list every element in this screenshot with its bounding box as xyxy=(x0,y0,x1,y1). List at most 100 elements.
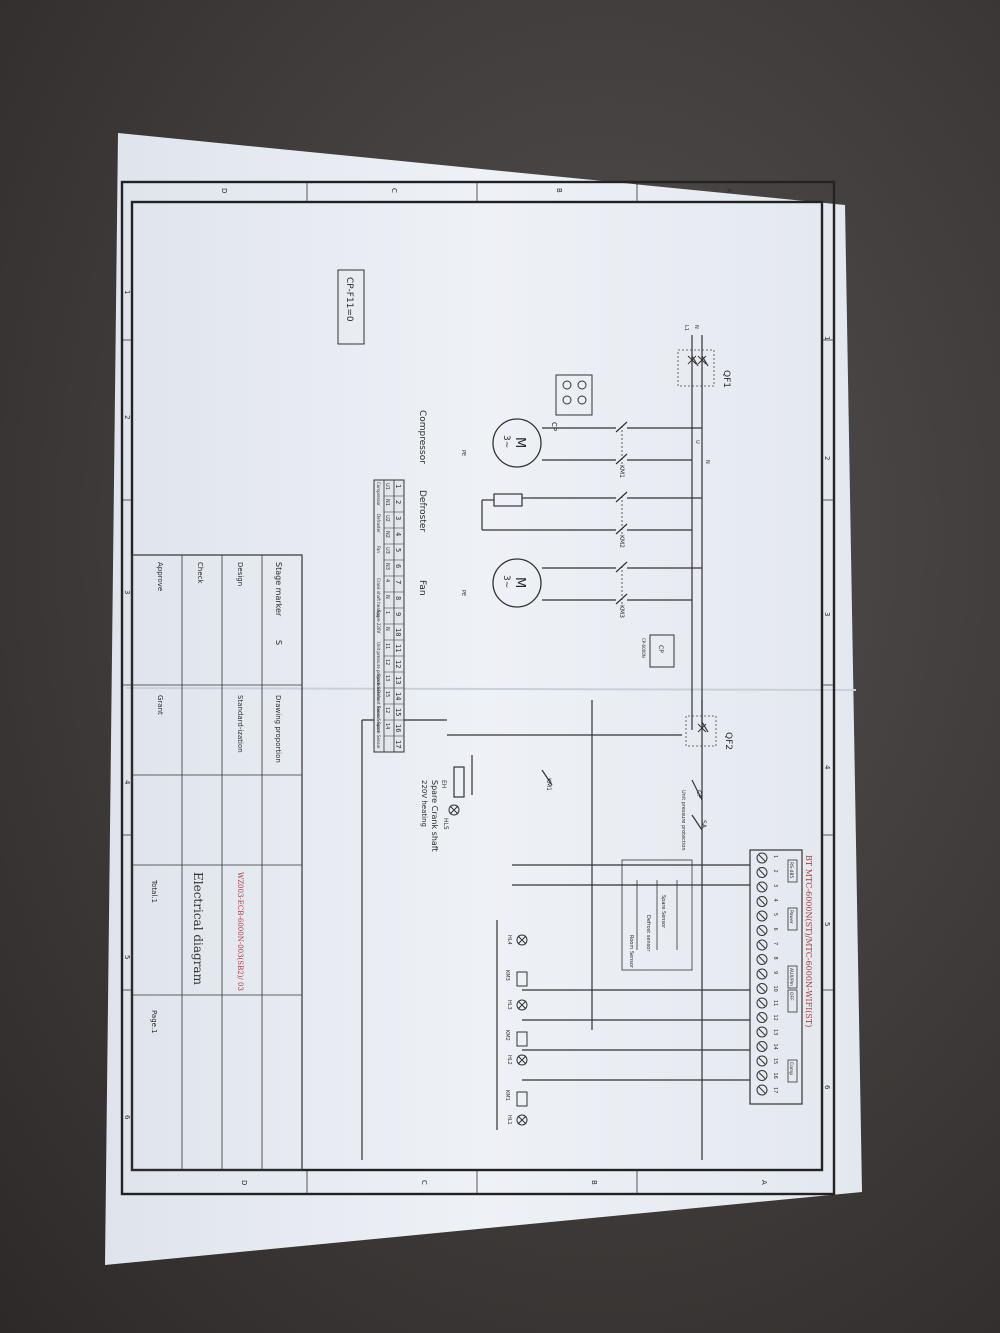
terminal-screw xyxy=(756,1041,768,1052)
terminal-number: 14 xyxy=(772,1044,778,1050)
label-eh: EH xyxy=(440,780,447,788)
grid-col-3-bottom: 3 xyxy=(123,590,131,594)
grid-col-3: 3 xyxy=(823,612,831,616)
label-hl5: HL5 xyxy=(442,818,449,830)
paper-sheet xyxy=(105,133,862,1265)
terminal-screw xyxy=(756,968,768,980)
terminal-number: 15 xyxy=(772,1058,778,1064)
table-terminal-code: U1 xyxy=(384,483,390,490)
terminal-screw xyxy=(756,997,768,1009)
table-terminal-number: 11 xyxy=(394,644,402,652)
outer-frame xyxy=(120,180,836,1196)
breaker-qf2 xyxy=(685,715,717,747)
table-terminal-code: 12 xyxy=(384,659,390,665)
terminal-number: 7 xyxy=(772,942,778,945)
table-terminal-number: 4 xyxy=(394,532,402,536)
label-cp-box: CP xyxy=(657,645,664,653)
compressor-motor xyxy=(492,418,542,468)
table-terminal-number: 6 xyxy=(394,564,402,568)
table-terminal-code: 11 xyxy=(384,643,390,649)
table-terminal-code: 15 xyxy=(384,691,390,697)
paper-fold xyxy=(125,687,857,691)
table-terminal-code: 12 xyxy=(384,707,390,713)
label-n: N xyxy=(693,325,699,329)
controller-box xyxy=(749,849,803,1105)
table-terminal-group: Unit pressure protection xyxy=(376,642,381,691)
terminal-screw xyxy=(756,1055,768,1067)
label-km2: KM2 xyxy=(618,535,625,548)
sensor-area xyxy=(621,859,693,971)
grid-row-a-right: A xyxy=(760,1180,768,1185)
title-stage-marker: Stage marker xyxy=(274,562,283,617)
grid-col-4-bottom: 4 xyxy=(123,780,131,785)
grid-row-c-right: C xyxy=(420,1180,428,1185)
table-terminal-number: 2 xyxy=(394,500,402,504)
table-terminal-group: Fan xyxy=(376,546,381,553)
table-terminal-number: 9 xyxy=(394,612,402,616)
terminal-table: 1234567891011121314151617U1N1U2N2U3N34N1… xyxy=(373,479,405,753)
terminal-screw xyxy=(756,925,768,936)
title-proportion: Drawing proportion xyxy=(274,695,282,763)
table-terminal-number: 12 xyxy=(394,660,402,668)
label-fan: Fan xyxy=(417,580,427,596)
table-terminal-number: 8 xyxy=(394,596,402,600)
title-total: Total.1 xyxy=(150,879,158,903)
table-terminal-number: 17 xyxy=(394,740,402,748)
title-block xyxy=(131,554,303,1171)
terminal-number: 3 xyxy=(772,884,778,887)
terminal-screw xyxy=(756,1084,768,1096)
terminal-number: 17 xyxy=(772,1087,778,1093)
label-spare-sensor: Spare Sensor xyxy=(660,895,666,929)
table-terminal-code: N2 xyxy=(384,531,390,538)
cp-6000n-box xyxy=(649,634,675,668)
label-compressor: Compressor xyxy=(417,410,427,464)
table-terminal-number: 7 xyxy=(394,580,402,584)
table-terminal-code: N3 xyxy=(384,563,390,570)
grid-col-6: 6 xyxy=(823,1085,831,1090)
label-unit-pressure: Unit pressure protection xyxy=(680,790,686,851)
terminal-screw xyxy=(756,1012,768,1023)
title-stage-value: S xyxy=(274,640,283,645)
label-hl3: HL3 xyxy=(506,1000,512,1010)
table-terminal-code: U2 xyxy=(384,515,390,522)
title-grant: Grant xyxy=(156,695,164,715)
label-qf2: QF2 xyxy=(723,732,733,750)
terminal-screw xyxy=(756,983,768,994)
grid-row-d: D xyxy=(220,188,228,193)
terminal-screw xyxy=(756,1070,768,1081)
table-terminal-code: 1 xyxy=(384,611,390,614)
title-drawing-no: WZ003-ECB-6000N-003(SB2)/ 03 xyxy=(236,872,244,991)
terminal-number: 4 xyxy=(772,899,778,902)
terminal-number: 10 xyxy=(772,986,778,992)
terminal-screw xyxy=(756,954,768,965)
label-hl4: HL4 xyxy=(506,935,512,945)
grid-col-5-bottom: 5 xyxy=(123,955,131,959)
fan-motor-phase: 3~ xyxy=(501,575,511,588)
terminal-number: 11 xyxy=(772,1000,778,1006)
terminal-number: 6 xyxy=(772,928,778,931)
label-km2-coil: KM2 xyxy=(504,1030,510,1041)
table-terminal-code: N xyxy=(384,595,390,599)
grid-row-b-right: B xyxy=(590,1180,598,1185)
grid-row-a: A xyxy=(725,188,733,193)
fan-motor-m: M xyxy=(512,577,527,588)
cp-protector xyxy=(555,374,593,416)
fan-pe: PE xyxy=(460,590,466,596)
title-standardization: Standard-ization xyxy=(236,695,244,753)
output-relays xyxy=(496,864,750,1130)
parameter-box xyxy=(337,269,365,345)
table-terminal-group: Spare Sensor xyxy=(376,674,381,701)
terminal-screw xyxy=(756,1026,768,1038)
label-qf1: QF1 xyxy=(721,370,731,388)
table-terminal-code: 13 xyxy=(384,675,390,681)
terminal-number: 8 xyxy=(772,957,778,960)
table-terminal-code: 14 xyxy=(384,723,390,729)
table-terminal-group: Spare 220V xyxy=(376,610,381,633)
terminal-group-label: OFF xyxy=(788,992,794,1001)
table-terminal-code: 4 xyxy=(384,579,390,582)
label-sa: SA xyxy=(700,820,707,829)
defroster-branch xyxy=(481,491,702,536)
table-terminal-code: N xyxy=(384,627,390,631)
label-km3-coil: KM3 xyxy=(504,970,510,981)
label-km1-coil: KM1 xyxy=(504,1090,510,1101)
